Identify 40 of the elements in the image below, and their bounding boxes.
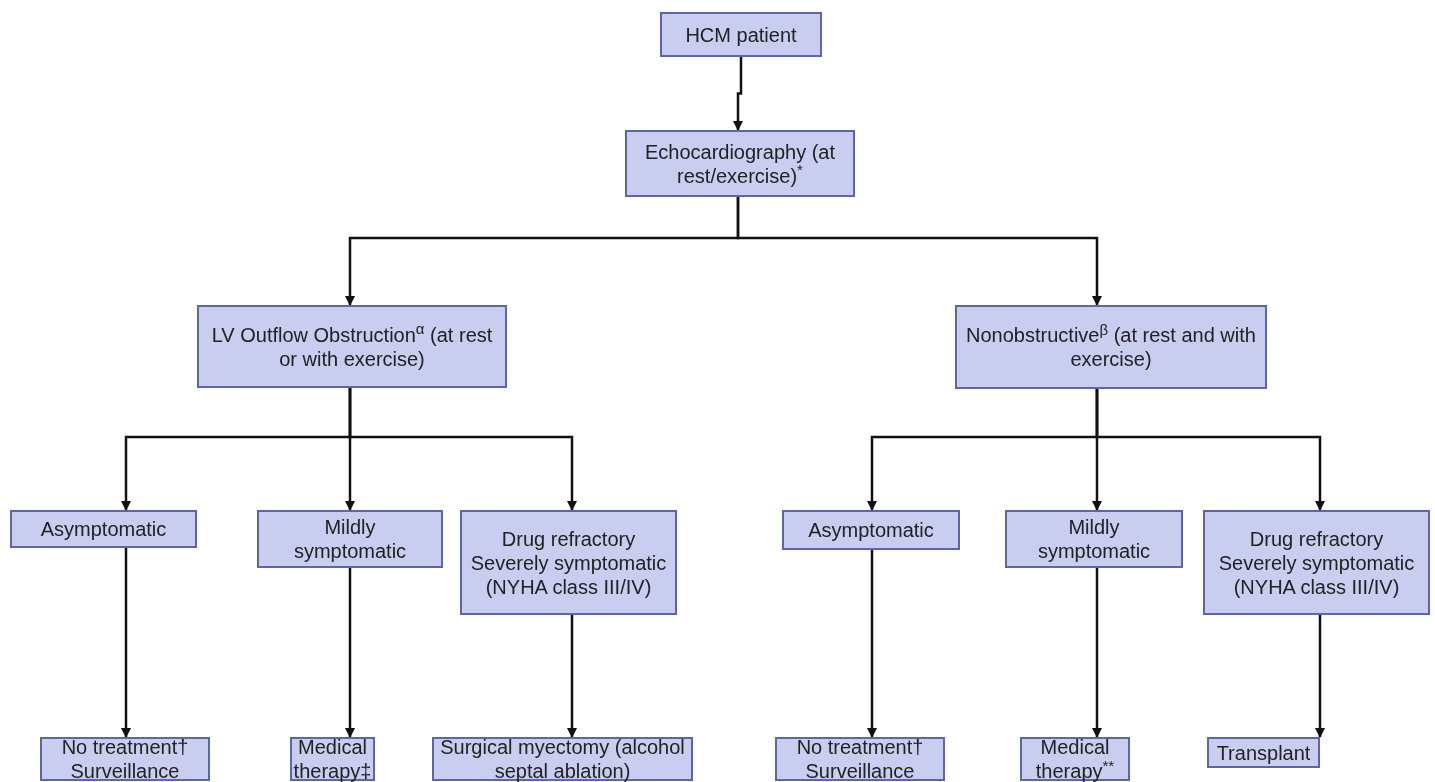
box-text: Asymptomatic — [808, 518, 934, 542]
flow-box — [460, 510, 677, 615]
box-text: LV Outflow Obstruction$^{α}$ (at rest or with exercise) — [210, 322, 494, 371]
box-text: Mildly symptomatic — [1036, 515, 1152, 563]
box-text: No treatment† Surveillance — [60, 735, 190, 782]
arrow — [733, 57, 743, 131]
box-text: Mildly symptomatic — [292, 515, 408, 563]
box-text: Echocardiography (at rest/exercise)$^{*}$ — [643, 139, 837, 188]
flow-box — [782, 510, 960, 550]
box-text: No treatment† Surveillance — [795, 735, 925, 782]
arrow — [567, 615, 577, 738]
box-text: HCM patient — [685, 22, 797, 47]
flow-box — [1020, 737, 1130, 781]
flow-box — [257, 510, 443, 568]
box-text: Asymptomatic — [40, 517, 167, 541]
box-text: Transplant — [1216, 740, 1311, 765]
box-text: Nonobstructive$^{β}$ (at rest and with exercise) — [965, 323, 1257, 371]
flow-box — [197, 305, 507, 388]
flow-box — [40, 737, 210, 781]
flow-box — [1203, 510, 1430, 615]
box-text: Surgical myectomy (alcohol septal ablation) — [439, 735, 686, 782]
box-text: Drug refractory Severely symptomatic (NYHA class III/IV) — [469, 526, 668, 599]
arrow — [1315, 615, 1325, 738]
arrow — [1095, 389, 1325, 511]
flow-box — [1207, 737, 1320, 768]
flow-box — [955, 305, 1267, 389]
arrow — [736, 197, 1102, 306]
box-text: Medical therapy‡ — [292, 735, 373, 782]
arrow — [1092, 568, 1102, 738]
arrow — [867, 550, 877, 738]
box-text: Medical therapy$^{**}$ — [1034, 735, 1116, 782]
flow-box — [775, 737, 945, 781]
arrow — [348, 388, 577, 511]
flow-box — [625, 130, 855, 197]
arrow — [345, 568, 355, 738]
flow-box — [1005, 510, 1183, 568]
arrow — [121, 548, 131, 738]
box-text: Drug refractory Severely symptomatic (NYHA class III/IV) — [1217, 526, 1416, 599]
flow-box — [660, 12, 822, 57]
flow-box — [10, 510, 197, 548]
